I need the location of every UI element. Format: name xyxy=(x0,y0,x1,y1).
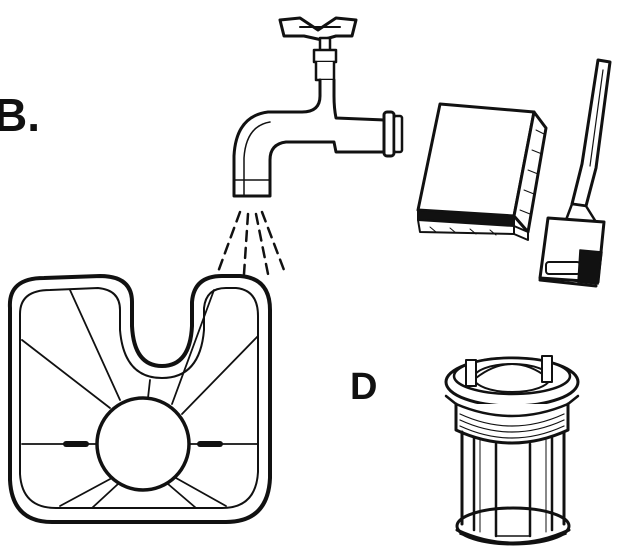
faucet-icon xyxy=(232,16,404,198)
filter-tray-icon xyxy=(7,274,272,524)
cylindrical-filter-icon xyxy=(444,355,580,546)
water-spray-icon xyxy=(216,210,286,276)
step-label-d: D xyxy=(350,366,378,408)
cleaning-brush-icon xyxy=(538,58,612,288)
sponge-icon xyxy=(416,102,548,241)
step-label-b: B. xyxy=(0,89,40,141)
